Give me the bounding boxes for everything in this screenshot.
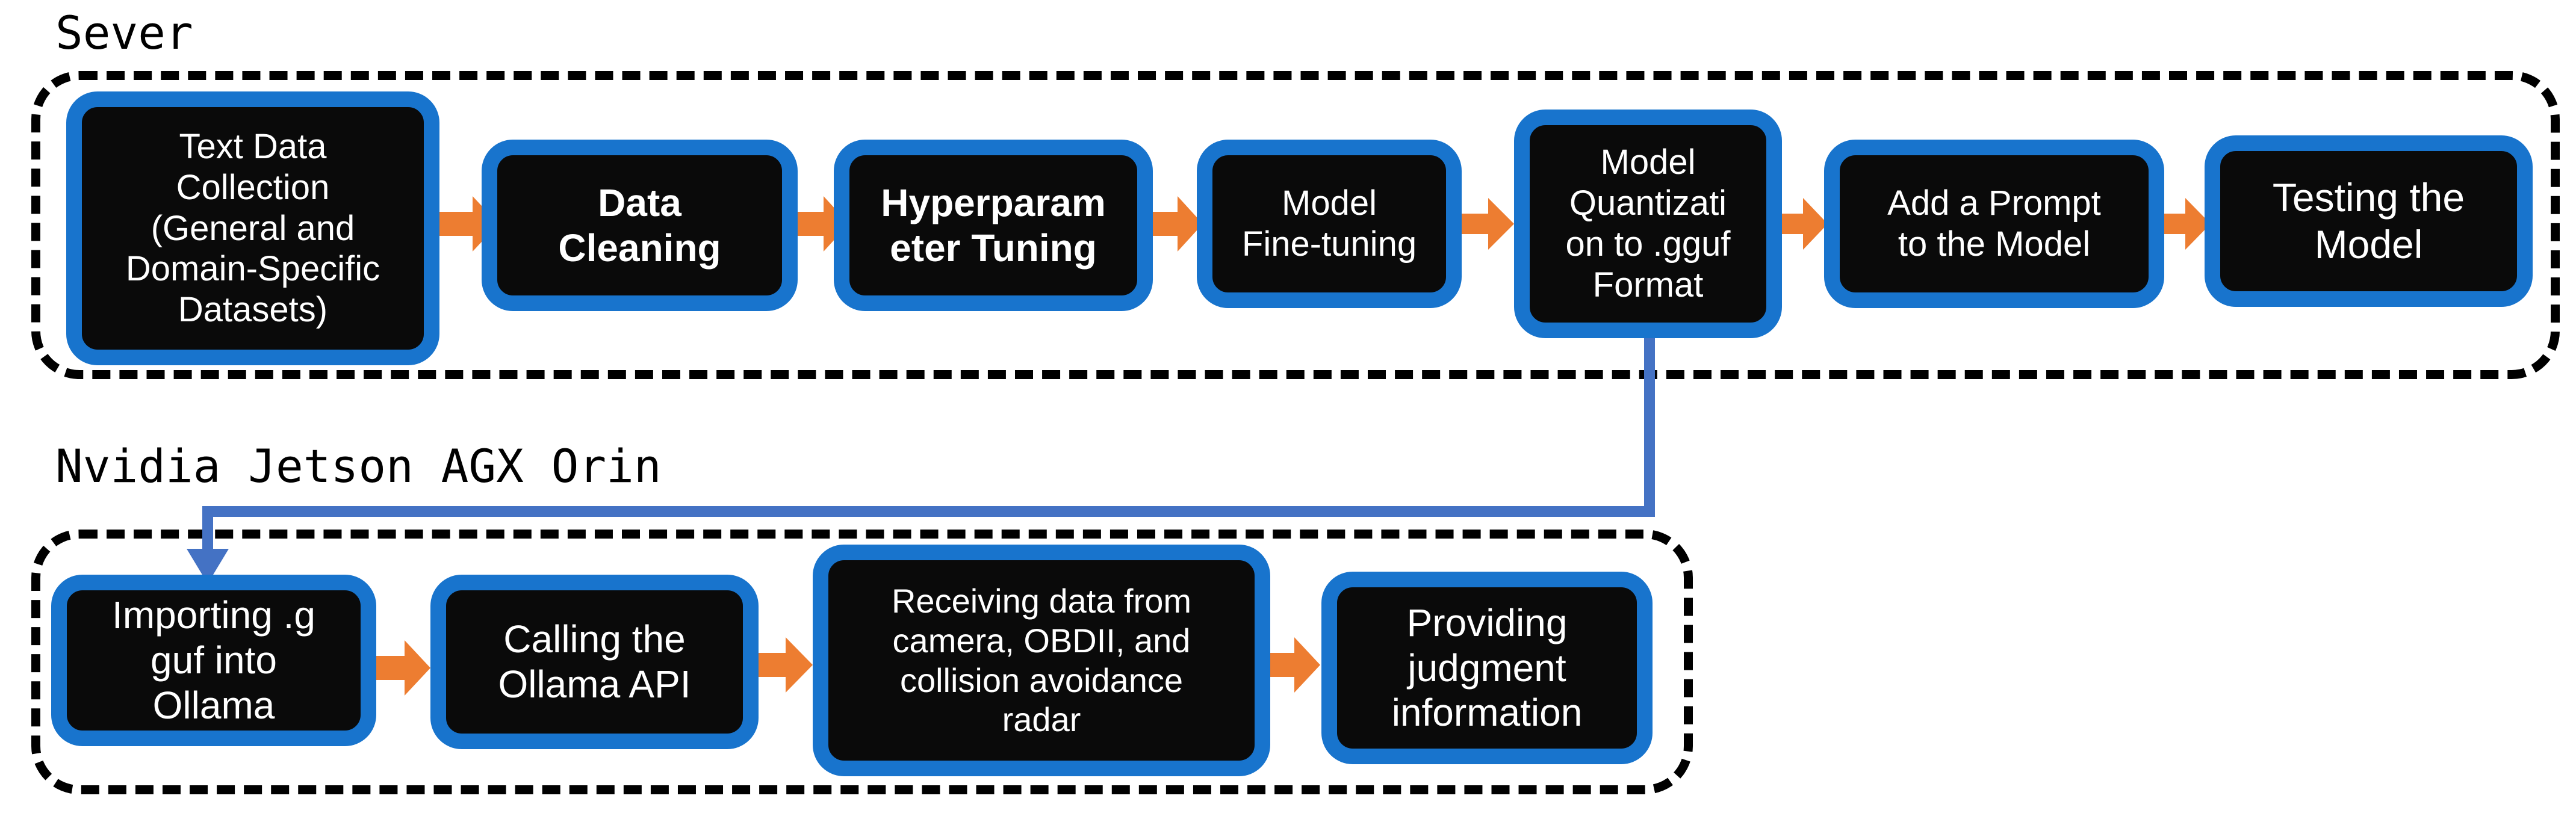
step-importing-gguf: Importing .g guf into Ollama [51,575,376,746]
step-label: Calling the Ollama API [498,617,691,706]
step-label: Providing judgment information [1391,601,1583,735]
step-add-prompt: Add a Prompt to the Model [1824,140,2164,308]
step-testing-model: Testing the Model [2205,135,2533,307]
step-calling-ollama-api: Calling the Ollama API [430,575,759,749]
step-label: Model Quantizati on to .gguf Format [1565,143,1731,304]
arrow-jetson-2-3 [756,637,813,693]
arrow-server-6-7 [2158,198,2211,250]
step-label: Text Data Collection (General and Domain… [125,126,380,330]
step-data-cleaning: Data Cleaning [482,140,798,311]
arrow-server-4-5 [1458,198,1514,250]
server-group-frame [31,71,2560,379]
arrow-server-3-4 [1150,196,1203,252]
step-label: Testing the Model [2272,175,2465,267]
connector-quantization-to-import [202,334,1655,551]
arrow-jetson-3-4 [1266,637,1320,693]
step-label: Importing .g guf into Ollama [112,593,315,727]
step-label: Add a Prompt to the Model [1887,184,2101,264]
step-model-quantization: Model Quantizati on to .gguf Format [1514,110,1782,338]
step-label: Data Cleaning [558,181,721,270]
step-model-fine-tuning: Model Fine-tuning [1197,140,1462,308]
jetson-section-title: Nvidia Jetson AGX Orin [55,439,662,493]
step-label: Receiving data from camera, OBDII, and c… [891,582,1191,739]
arrow-server-5-6 [1775,198,1828,250]
step-label: Model Fine-tuning [1241,184,1417,264]
jetson-group-frame [31,530,1693,794]
server-section-title: Sever [55,6,193,60]
step-hyperparameter-tuning: Hyperparam eter Tuning [834,140,1153,311]
step-label: Hyperparam eter Tuning [881,181,1106,270]
arrow-jetson-1-2 [373,640,430,696]
step-providing-judgment: Providing judgment information [1321,572,1653,764]
step-receiving-sensor-data: Receiving data from camera, OBDII, and c… [813,545,1270,776]
step-text-data-collection: Text Data Collection (General and Domain… [66,91,439,365]
connector-arrowhead [187,549,229,584]
